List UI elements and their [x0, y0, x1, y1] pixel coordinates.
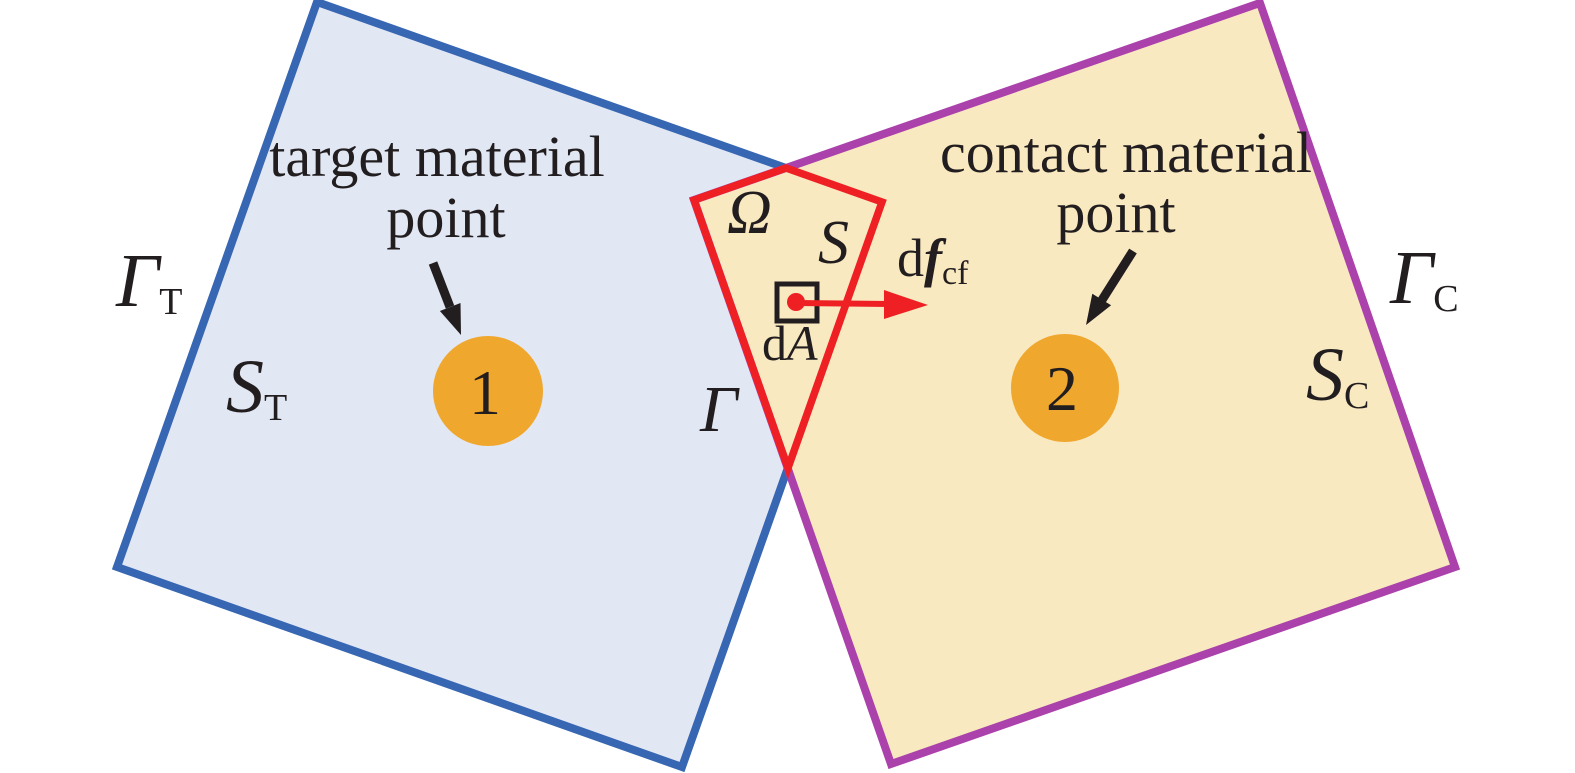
differential-area-dot: [787, 293, 805, 311]
contact-boundary-label: ΓC: [1389, 236, 1459, 320]
contact-point-arrow-shaft: [1098, 248, 1137, 303]
labels: target material point 1 contact material…: [115, 120, 1459, 446]
contact-material-point: [1011, 334, 1119, 442]
differential-area-element: [774, 281, 928, 324]
overlap-surface-label: S: [818, 209, 849, 277]
contact-point-number: 2: [1046, 353, 1078, 424]
force-arrow-head: [884, 290, 928, 319]
target-material-point: [433, 336, 543, 446]
contact-caption-line2: point: [1056, 180, 1175, 245]
contact-point-arrow-head: [1086, 293, 1112, 325]
target-caption-line1: target material: [269, 124, 604, 189]
target-caption-line2: point: [386, 185, 505, 250]
target-boundary-label: ΓT: [115, 239, 182, 323]
contact-surface-label: SC: [1306, 333, 1369, 417]
force-label: dfcf: [897, 228, 969, 292]
overlap-domain-label: Ω: [727, 179, 772, 247]
differential-area-label: dA: [762, 315, 818, 371]
contact-point-arrow: [1086, 248, 1137, 325]
overlap-boundary-label: Γ: [699, 373, 740, 446]
target-surface-label: ST: [226, 345, 287, 429]
target-point-arrow: [428, 261, 461, 335]
target-point-arrow-head: [439, 303, 461, 335]
target-point-arrow-shaft: [428, 261, 455, 309]
overlap-region-outline: [689, 164, 887, 480]
target-point-number: 1: [469, 357, 501, 428]
contact-caption-line1: contact material: [940, 120, 1312, 185]
force-arrow-shaft: [796, 300, 890, 307]
